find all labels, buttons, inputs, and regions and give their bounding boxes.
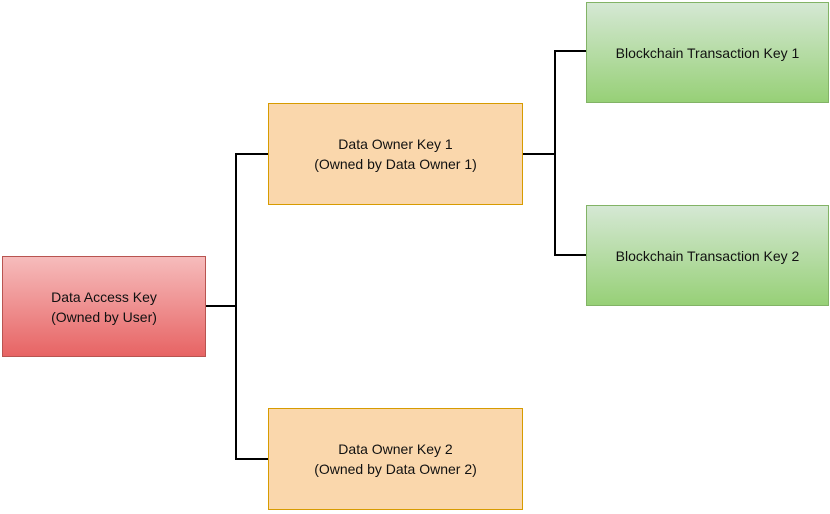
node-title: Data Owner Key 2 — [338, 441, 453, 457]
node-title: Blockchain Transaction Key 1 — [615, 44, 800, 61]
blockchain-transaction-key-1-node: Blockchain Transaction Key 1 — [586, 2, 829, 103]
edge-owner1-to-chain1 — [523, 50, 586, 155]
data-access-key-node: Data Access Key (Owned by User) — [2, 256, 206, 357]
node-title: Data Owner Key 1 — [338, 136, 453, 152]
blockchain-transaction-key-2-node: Blockchain Transaction Key 2 — [586, 205, 829, 306]
data-owner-key-1-node: Data Owner Key 1 (Owned by Data Owner 1) — [268, 103, 523, 205]
edge-access-to-owner1 — [206, 153, 268, 307]
data-owner-key-2-node: Data Owner Key 2 (Owned by Data Owner 2) — [268, 408, 523, 510]
node-owner: (Owned by User) — [51, 308, 157, 325]
edge-owner1-to-chain2 — [554, 154, 586, 256]
node-owner: (Owned by Data Owner 1) — [314, 156, 477, 172]
node-owner: (Owned by Data Owner 2) — [314, 461, 477, 477]
node-title: Data Access Key — [51, 288, 157, 305]
edge-access-to-owner2 — [235, 306, 268, 460]
node-title: Blockchain Transaction Key 2 — [615, 247, 800, 264]
